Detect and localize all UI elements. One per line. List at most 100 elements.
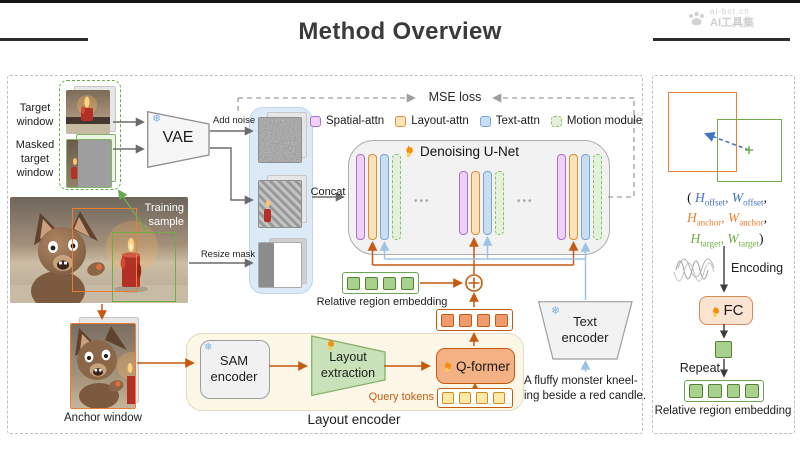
- anchor-region-square: [668, 92, 737, 172]
- training-sample-label: Training sample: [144, 202, 184, 229]
- query-tokens-label: Query tokens: [368, 391, 434, 403]
- repeat-label: Repeat: [679, 361, 720, 375]
- unet-ellipsis: •••: [517, 196, 534, 207]
- noise-latent-image: [258, 117, 302, 163]
- q-former: Q-former: [436, 348, 515, 384]
- layout-tokens: [436, 309, 513, 331]
- layout-attn-bar: [368, 154, 377, 240]
- layout-attn-bar: [569, 154, 578, 240]
- candle-figure: [114, 238, 148, 293]
- candle-dot: [71, 167, 77, 179]
- fc-label: FC: [723, 302, 744, 319]
- text-attn-bar: [483, 171, 492, 235]
- q-former-label: Q-former: [456, 358, 510, 374]
- tuple-line-anchor: Hanchor, Wanchor,: [686, 210, 768, 229]
- embedding-token: [383, 276, 396, 290]
- text-encoder-label: Text encoder: [561, 313, 609, 345]
- main-diagram-panel: [7, 75, 643, 434]
- spatial-attn-swatch: [310, 115, 321, 127]
- snowflake-icon: ❄: [551, 305, 561, 317]
- layout-token: [477, 313, 490, 327]
- query-tokens: [437, 388, 513, 408]
- text-attn-swatch: [479, 115, 491, 127]
- layout-extraction: [311, 334, 386, 402]
- spatial-attn-bar: [356, 154, 365, 240]
- fc-layer: FC: [699, 296, 753, 325]
- motion-module-bar: [593, 154, 602, 240]
- page-title: Method Overview: [298, 18, 502, 45]
- flame-dot: [266, 200, 270, 207]
- flame-icon: [406, 144, 413, 157]
- target-window-overlay-box: [112, 232, 176, 302]
- attention-legend: Spatial-attn Layout-attn Text-attn Motio…: [310, 115, 642, 127]
- snowflake-icon: ❄: [204, 342, 213, 353]
- anchor-window-overlay-box: [72, 208, 137, 292]
- flame-dot: [73, 158, 77, 165]
- mse-loss-label: MSE loss: [428, 90, 482, 104]
- layout-extraction-label: Layout extraction: [320, 350, 376, 380]
- layout-token: [441, 313, 454, 327]
- vae-label: VAE: [162, 129, 194, 146]
- embedding-token: [707, 384, 722, 398]
- spatial-attn-bar: [459, 171, 468, 235]
- relative-region-embedding-tokens-right: [684, 380, 764, 402]
- target-window-label: Target window: [16, 102, 54, 128]
- query-token: [493, 392, 505, 404]
- relative-region-embedding-tokens: [342, 272, 419, 294]
- sam-encoder: [200, 340, 270, 399]
- layout-attn-bar: [471, 171, 480, 235]
- relative-region-embedding-label-right: Relative region embedding: [654, 405, 792, 417]
- prompt-line-1: A fluffy monster kneel-: [524, 375, 638, 387]
- paw-icon: [689, 11, 704, 26]
- region-tuple: ( Hoffset, Woffset, Hanchor, Wanchor, Ht…: [664, 189, 790, 250]
- masked-target-window-label: Masked target window: [15, 139, 55, 179]
- legend-item-layout: Layout-attn: [395, 115, 469, 127]
- relative-region-embedding-label: Relative region embedding: [316, 296, 448, 308]
- spatial-attn-bar: [557, 154, 566, 240]
- text-attn-bar: [380, 154, 389, 240]
- target-region-square: [717, 119, 782, 182]
- embedding-token: [347, 276, 360, 290]
- legend-label: Text-attn: [495, 115, 540, 127]
- embedding-token: [726, 384, 741, 398]
- text-prompt: A fluffy monster kneel- ing beside a red…: [524, 374, 652, 404]
- motion-module-swatch: [550, 115, 562, 127]
- layout-token: [459, 313, 472, 327]
- target-window-image: [66, 90, 110, 134]
- sinusoid-encoding-icon: [673, 258, 715, 282]
- text-encoder: [537, 301, 633, 365]
- encoding-label: Encoding: [731, 261, 784, 275]
- masked-target-image: [66, 139, 112, 188]
- query-token: [459, 392, 471, 404]
- single-embedding-token: [715, 341, 732, 358]
- unet-ellipsis: •••: [414, 196, 431, 207]
- relative-region-panel: [652, 75, 795, 434]
- legend-label: Spatial-attn: [326, 115, 385, 127]
- layout-token: [495, 313, 508, 327]
- training-sample-image: Training sample: [10, 197, 188, 303]
- unet-label: Denoising U-Net: [420, 144, 520, 159]
- tuple-line-offset: ( Hoffset, Woffset,: [687, 190, 767, 208]
- legend-item-motion: Motion module: [550, 115, 643, 127]
- snowflake-icon: ❄: [152, 113, 162, 125]
- masked-latent-image: [258, 180, 302, 228]
- legend-label: Motion module: [566, 115, 643, 127]
- text-attn-bar: [581, 154, 590, 240]
- watermark-site: ai-bot.cn: [710, 7, 750, 16]
- flame-icon: [712, 304, 719, 317]
- legend-label: Layout-attn: [411, 115, 469, 127]
- resize-mask-label: Resize mask: [200, 249, 256, 260]
- motion-module-bar: [392, 154, 401, 240]
- top-border: [0, 0, 800, 3]
- candle-dot: [264, 209, 271, 222]
- legend-item-text: Text-attn: [479, 115, 540, 127]
- prompt-line-2: ing beside a red candle.: [524, 389, 647, 402]
- anchor-window-image: [70, 323, 136, 409]
- sam-encoder-label: SAM encoder: [210, 352, 258, 384]
- tuple-line-target: Htarget, Wtarget): [690, 230, 764, 249]
- layout-encoder-label: Layout encoder: [307, 412, 401, 427]
- add-noise-label: Add noise: [212, 115, 256, 126]
- motion-module-bar: [495, 171, 504, 235]
- title-rule-left: [0, 38, 88, 41]
